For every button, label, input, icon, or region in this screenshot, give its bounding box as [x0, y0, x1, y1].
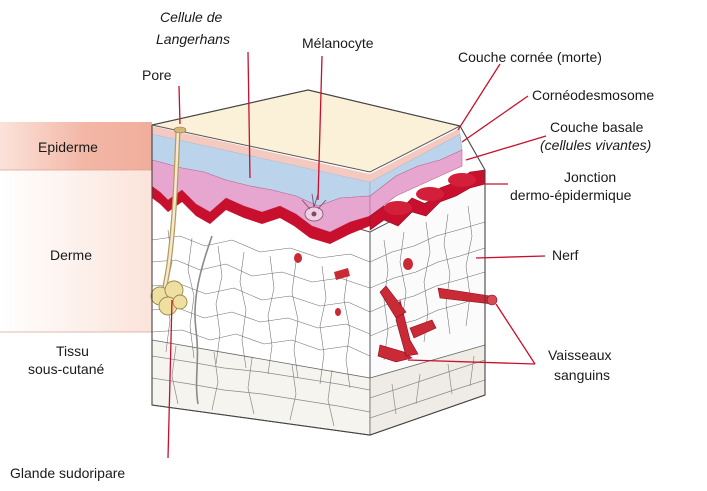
leader-vaisseaux-1 — [496, 304, 535, 364]
label-jonction-2: dermo-épidermique — [510, 187, 632, 203]
label-tissu-2: sous-cutané — [28, 361, 104, 377]
label-nerf: Nerf — [552, 247, 579, 263]
label-couche-basale-2: (cellules vivantes) — [540, 137, 651, 153]
label-langerhans-1: Cellule de — [160, 9, 222, 25]
label-tissu-1: Tissu — [56, 343, 89, 359]
label-glande-sudoripare: Glande sudoripare — [10, 465, 125, 481]
label-couche-basale-1: Couche basale — [550, 119, 644, 135]
pore-opening — [174, 127, 186, 133]
label-epiderme: Epiderme — [38, 139, 98, 155]
leader-nerf — [476, 256, 545, 258]
label-vaisseaux-2: sanguins — [554, 367, 610, 383]
leader-couche-basale — [466, 136, 546, 160]
label-pore: Pore — [142, 67, 172, 83]
label-couche-cornee: Couche cornée (morte) — [458, 49, 602, 65]
skin-block — [151, 90, 497, 435]
junction-bulge-3 — [448, 173, 476, 187]
label-corneodesmosome: Cornéodesmosome — [532, 87, 654, 103]
leader-corneodesmosome — [462, 96, 528, 142]
junction-bulge-1 — [384, 201, 412, 215]
label-vaisseaux-1: Vaisseaux — [548, 347, 612, 363]
junction-bulge-2 — [416, 187, 444, 201]
label-melanocyte: Mélanocyte — [302, 35, 374, 51]
label-derme: Derme — [50, 247, 92, 263]
label-langerhans-2: Langerhans — [156, 31, 230, 47]
label-jonction-1: Jonction — [564, 169, 616, 185]
leader-pore — [179, 86, 180, 124]
